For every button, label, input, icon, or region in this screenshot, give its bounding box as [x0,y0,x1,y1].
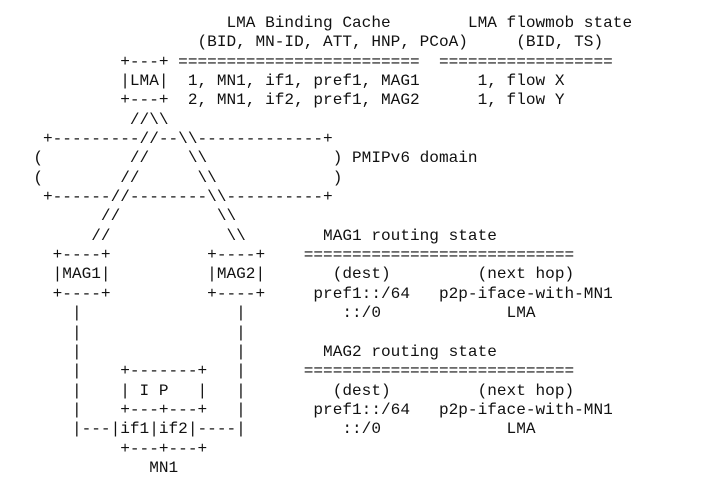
diagram-line-mn1-label: MN1 [14,458,179,477]
diagram-line-mag-box-bottom: +----+ +----+ pref1::/64 p2p-iface-with-… [14,284,613,303]
diagram-line-mn1-box-bottom: +---+---+ [14,439,208,458]
diagram-line-access-links: | | [14,323,246,342]
diagram-line-lma-box-top: +---+ ========================= ========… [14,52,613,71]
diagram-line-binding-cache-columns: (BID, MN-ID, ATT, HNP, PCoA) (BID, TS) [14,33,604,52]
diagram-line-lma-entry-1: |LMA| 1, MN1, if1, pref1, MAG1 1, flow X [14,72,565,91]
diagram-line-mag1-default-route: | | ::/0 LMA [14,304,536,323]
pmipv6-flow-mobility-diagram: LMA Binding Cache LMA flowmob state (BID… [14,14,632,478]
diagram-line-mag-box-top: +----+ +----+ ==========================… [14,246,575,265]
diagram-line-mag2-routing-title: | | MAG2 routing state [14,342,497,361]
diagram-line-ip-box-top: | +-------+ | ==========================… [14,362,575,381]
diagram-line-lma-links: //\\ [14,110,169,129]
diagram-line-mag-links-1: // \\ [14,207,237,226]
diagram-line-domain-label: ( // \\ ) PMIPv6 domain [14,149,478,168]
diagram-line-binding-cache-title: LMA Binding Cache LMA flowmob state [14,14,633,32]
diagram-line-ip-label: | | I P | | (dest) (next hop) [14,381,575,400]
diagram-line-domain-top: +---------//--\\-------------+ [14,130,333,149]
diagram-line-interfaces: |---|if1|if2|----| ::/0 LMA [14,420,536,439]
diagram-line-lma-entry-2: +---+ 2, MN1, if2, pref1, MAG2 1, flow Y [14,91,565,110]
diagram-line-mag1-routing-title: // \\ MAG1 routing state [14,226,497,245]
diagram-line-domain-bottom: +------//--------\\----------+ [14,188,333,207]
diagram-line-domain-middle: ( // \\ ) [14,168,343,187]
diagram-line-mag-labels: |MAG1| |MAG2| (dest) (next hop) [14,265,575,284]
diagram-line-ip-box-divider: | +---+---+ | pref1::/64 p2p-iface-with-… [14,400,613,419]
